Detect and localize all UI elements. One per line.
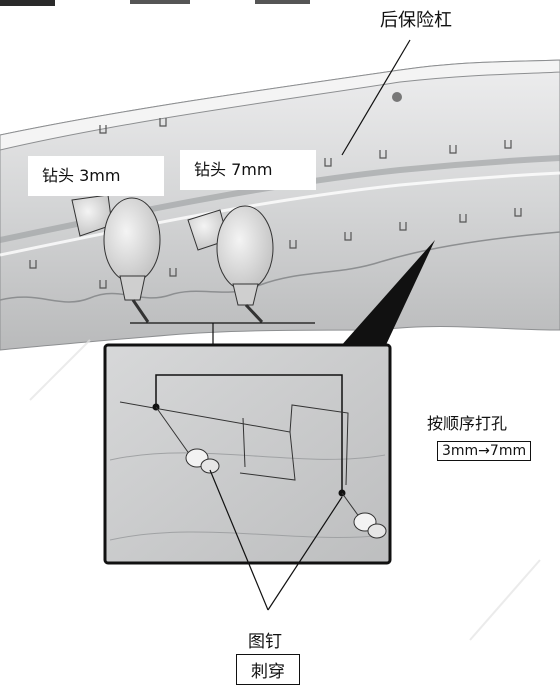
top-edge-fragments: [0, 0, 310, 6]
watermark: [29, 339, 541, 641]
part-leader-line: [341, 39, 411, 156]
rivet-left: [155, 406, 220, 474]
instruction-sequence: 3mm→7mm: [437, 441, 532, 461]
detail-inset: [103, 343, 392, 565]
callout-pointer: [340, 240, 435, 347]
rivet-right: [341, 492, 387, 539]
part-label: 后保险杠: [380, 6, 452, 32]
instruction-title: 按顺序打孔: [427, 414, 508, 433]
drill-3mm: [71, 194, 161, 323]
rivet-leader-lines: [209, 469, 343, 611]
drill-3mm-label: 钻头 3mm: [28, 156, 164, 196]
drill-7mm-label: 钻头 7mm: [180, 150, 316, 190]
rivet-action-label: 刺穿: [236, 654, 300, 685]
drill-7mm: [187, 205, 274, 324]
rivet-label: 图钉: [248, 632, 282, 652]
